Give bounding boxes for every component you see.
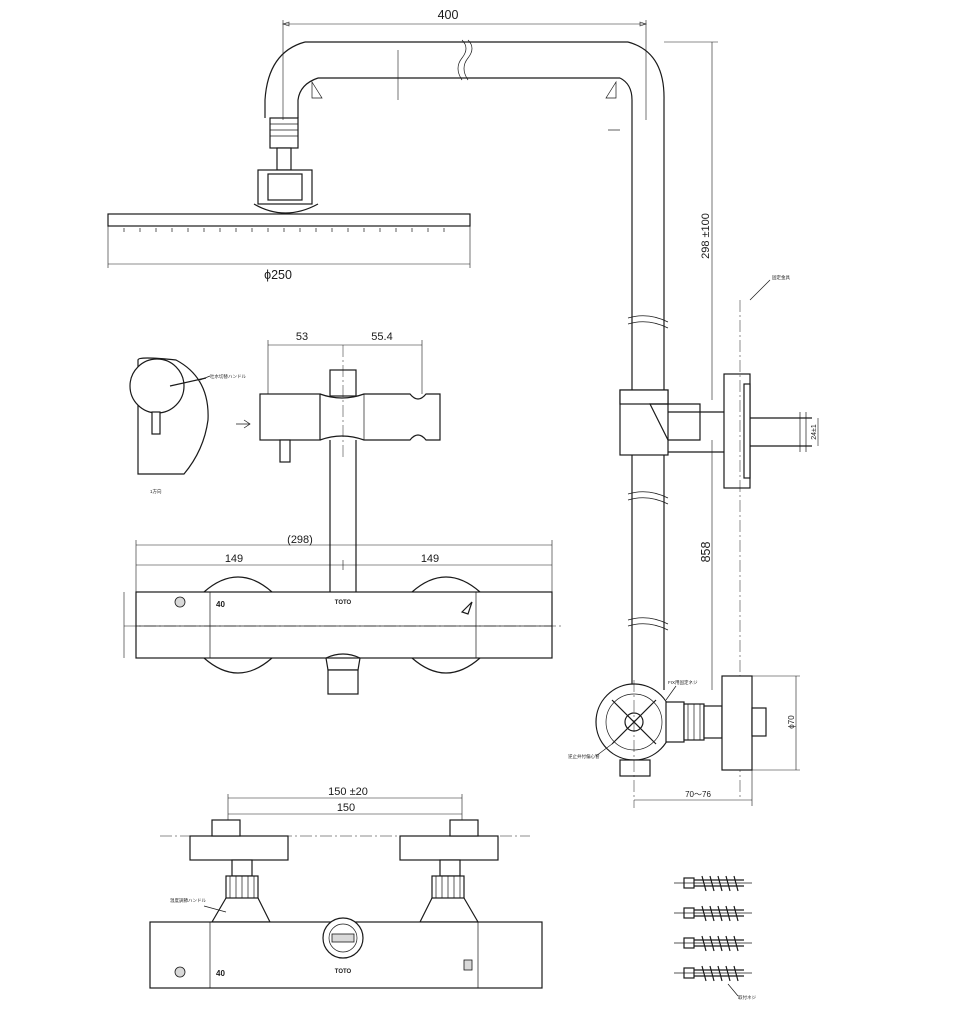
- dim-phi70: ϕ70: [787, 715, 796, 729]
- slide-bracket: 固定金具 24±1: [619, 274, 819, 800]
- dim-55-4: 55.4: [371, 331, 392, 343]
- dim-298-label: 298 ±100: [700, 213, 712, 259]
- valve-top-view: 53 55.4: [236, 331, 441, 592]
- dim-858-label: 858: [699, 542, 713, 563]
- brand-front: TOTO: [335, 600, 352, 606]
- dim-150-tol: 150 ±20: [328, 786, 368, 798]
- brand-bottom: TOTO: [335, 969, 352, 975]
- side-caption: 1方向: [150, 488, 162, 495]
- dimension-riser-height: 298 ±100: [397, 41, 718, 400]
- dimension-400: 400: [282, 8, 647, 120]
- dim-149-left: 149: [225, 553, 243, 565]
- anchor-screws: 取付ネジ: [674, 875, 756, 1001]
- anchor-screw-2: [674, 905, 752, 922]
- bottom-callout: 温度調節ハンドル: [170, 897, 206, 904]
- valve-end-view: 吐水切替ハンドル 1方向: [129, 357, 246, 495]
- dim-wall-offset: 70～76: [685, 790, 711, 799]
- valve-front-view: (298) 149 149 40 TOTO: [123, 534, 564, 695]
- dim-24-label: 24±1: [811, 424, 818, 440]
- inlet-callout: 逆止弁付偏心管: [568, 753, 600, 760]
- valve-bottom-view: 150 ±20 150 40 TOTO 温度調節ハンドル: [149, 786, 543, 989]
- temp-scale-front: 40: [216, 600, 225, 609]
- wall-callout: 固定金具: [772, 274, 790, 281]
- valve-side-view: 70～76 ϕ70 FIX用固定ネジ 逆止弁付偏心管: [568, 675, 800, 808]
- dim-53: 53: [296, 331, 308, 343]
- dim-298-paren: (298): [287, 534, 313, 546]
- dim-149-right: 149: [421, 553, 439, 565]
- temp-scale-bottom: 40: [216, 969, 225, 978]
- riser-pipe: [264, 39, 669, 690]
- dim-400-label: 400: [438, 8, 459, 22]
- anchor-callout: 取付ネジ: [738, 994, 756, 1001]
- dimension-head-diameter: ϕ250: [107, 226, 471, 282]
- lever-callout: 吐水切替ハンドル: [210, 373, 246, 380]
- anchor-screw-1: [674, 875, 752, 892]
- shower-head: [107, 117, 471, 232]
- anchor-screw-3: [674, 935, 752, 952]
- dimension-858: 858: [699, 440, 713, 690]
- fix-callout: FIX用固定ネジ: [668, 679, 698, 686]
- anchor-screw-4: [674, 965, 752, 982]
- dim-150: 150: [337, 802, 355, 814]
- dim-head-label: ϕ250: [264, 268, 292, 282]
